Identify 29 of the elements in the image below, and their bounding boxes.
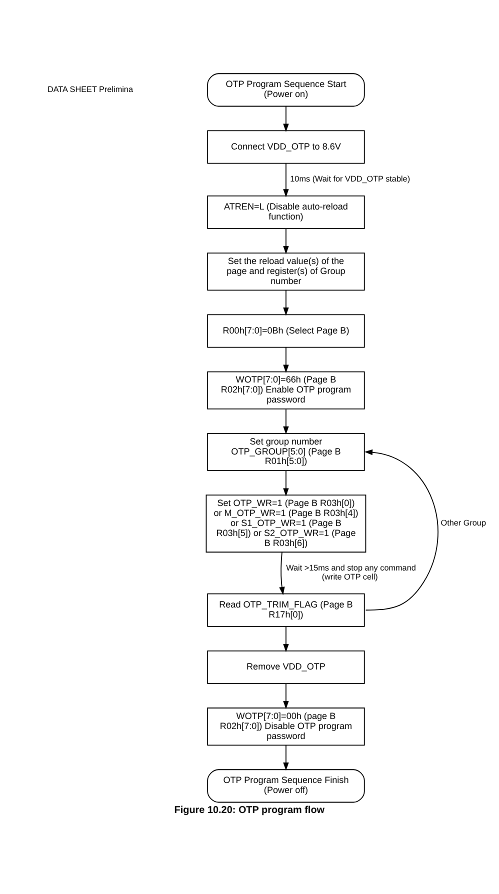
arrow [283, 163, 289, 198]
label: DATA SHEET Prelimina [47, 84, 133, 94]
arrow [283, 626, 289, 652]
node-box: OTP Program Sequence Finish (Power off) [207, 769, 365, 803]
node-box: WOTP[7:0]=66h (Page B R02h[7:0]) Enable OTP program password [207, 371, 365, 410]
arrow [283, 470, 289, 496]
arrow [364, 449, 438, 611]
node-box: Set OTP_WR=1 (Page B R03h[0]) or M_OTP_WR=1 (Page B R03h[4]) or S1_OTP_WR=1 (Page B R03h[5]) or S2_OTP_WR=1 (Page B R03h[6]) [206, 494, 366, 553]
edge-label: Other Group [440, 518, 486, 528]
arrow [279, 552, 285, 596]
arrow [283, 683, 289, 710]
arrow [283, 228, 289, 254]
arrow [283, 106, 289, 132]
arrow [283, 744, 289, 771]
arrow [283, 408, 289, 435]
node-box: ATREN=L (Disable auto-reload function) [207, 196, 365, 230]
node-box: Set the reload value(s) of the page and register(s) of Group number [207, 252, 365, 291]
edge-label: Wait >15ms and stop any command (write OTP cell) [286, 563, 416, 582]
node-box: Read OTP_TRIM_FLAG (Page B R17h[0]) [207, 593, 365, 627]
arrow [283, 346, 289, 373]
node-box: R00h[7:0]=0Bh (Select Page B) [207, 314, 365, 348]
node-box: Remove VDD_OTP [207, 650, 365, 684]
arrow [283, 290, 289, 316]
node-box: Connect VDD_OTP to 8.6V [207, 130, 365, 164]
edge-label: 10ms (Wait for VDD_OTP stable) [290, 174, 410, 184]
caption: Figure 10.20: OTP program flow [174, 804, 325, 816]
node-box: OTP Program Sequence Start (Power on) [207, 73, 365, 107]
node-box: WOTP[7:0]=00h (page B R02h[7:0]) Disable OTP program password [207, 708, 365, 746]
node-box: Set group number OTP_GROUP[5:0] (Page B R01h[5:0]) [207, 432, 365, 472]
